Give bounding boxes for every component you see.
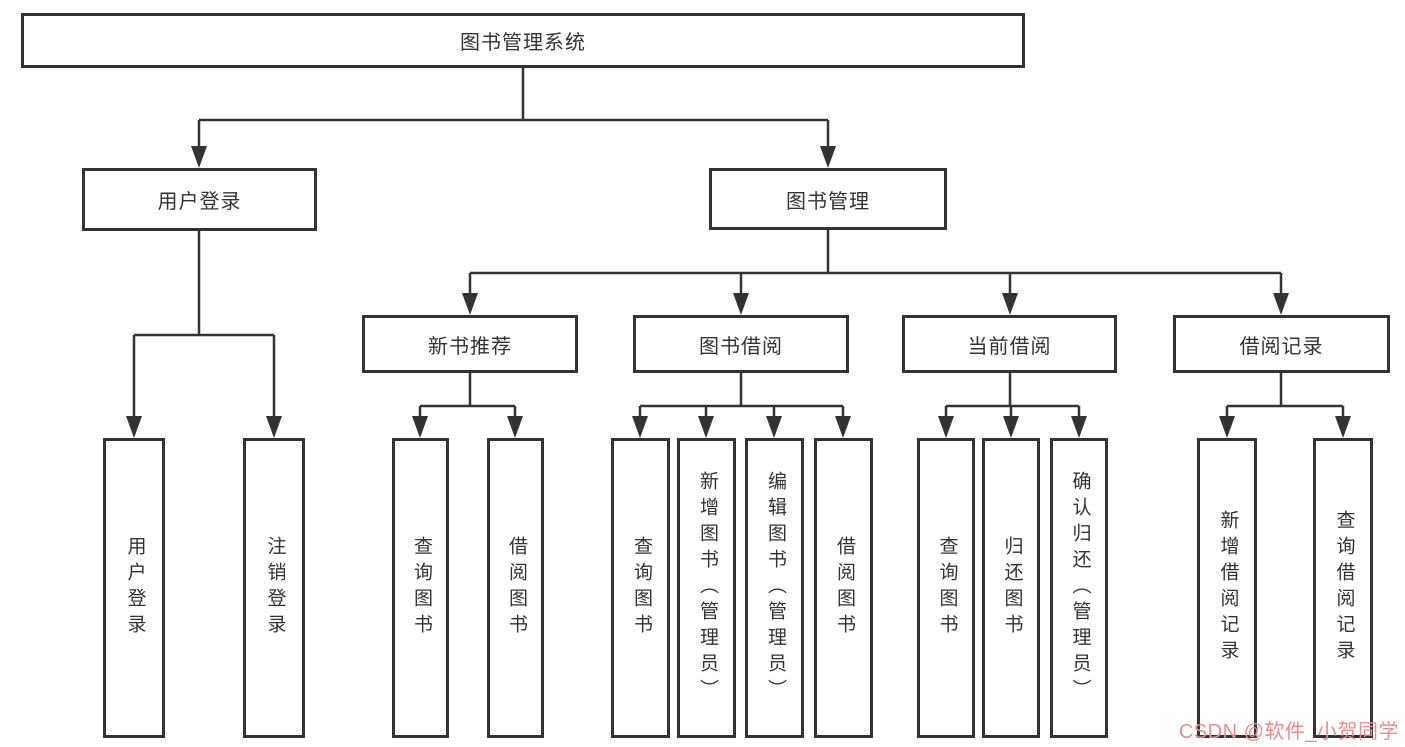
node-new-book-recommend: 新书推荐 [362, 315, 578, 373]
node-user-login: 用户登录 [82, 168, 317, 231]
leaf-add-borrow-record-label: 新增借阅记录 [1217, 510, 1239, 666]
leaf-confirm-return-admin-label: 确认归还（管理员） [1069, 471, 1091, 705]
leaf-search-book: 查询图书 [611, 438, 670, 738]
node-user-login-label: 用户登录 [157, 191, 242, 213]
leaf-search-book-label: 查询图书 [410, 536, 432, 640]
node-root: 图书管理系统 [21, 13, 1025, 68]
leaf-confirm-return-admin: 确认归还（管理员） [1050, 438, 1108, 738]
node-current-borrowing: 当前借阅 [902, 315, 1117, 373]
leaf-return-book-label: 归还图书 [1001, 536, 1023, 640]
node-book-borrowing: 图书借阅 [633, 315, 849, 373]
leaf-edit-book-admin-label: 编辑图书（管理员） [764, 471, 786, 705]
leaf-search-book: 查询图书 [917, 438, 975, 738]
leaf-logout-label: 注销登录 [264, 536, 286, 640]
leaf-add-book-admin: 新增图书（管理员） [677, 438, 736, 738]
node-book-management: 图书管理 [709, 168, 947, 230]
leaf-search-book-label: 查询图书 [630, 536, 652, 640]
csdn-watermark: CSDN @软件_小贺同学 [1178, 721, 1399, 743]
leaf-borrow-book-label: 借阅图书 [833, 536, 855, 640]
leaf-search-book: 查询图书 [392, 438, 449, 738]
leaf-search-book-label: 查询图书 [936, 536, 958, 640]
node-book-borrowing-label: 图书借阅 [699, 335, 783, 358]
node-borrow-records: 借阅记录 [1173, 315, 1390, 373]
node-current-borrowing-label: 当前借阅 [967, 335, 1052, 358]
node-borrow-records-label: 借阅记录 [1239, 335, 1324, 358]
leaf-search-borrow-record: 查询借阅记录 [1313, 438, 1373, 738]
leaf-user-login-label: 用户登录 [124, 536, 146, 640]
leaf-search-borrow-record-label: 查询借阅记录 [1333, 510, 1355, 666]
node-new-book-recommend-label: 新书推荐 [428, 335, 512, 358]
leaf-borrow-book: 借阅图书 [814, 438, 873, 738]
leaf-borrow-book-label: 借阅图书 [505, 536, 527, 640]
leaf-user-login: 用户登录 [103, 438, 165, 738]
leaf-add-book-admin-label: 新增图书（管理员） [696, 471, 718, 705]
leaf-add-borrow-record: 新增借阅记录 [1197, 438, 1257, 738]
leaf-return-book: 归还图书 [982, 438, 1040, 738]
node-book-management-label: 图书管理 [786, 190, 870, 213]
node-root-label: 图书管理系统 [460, 32, 586, 54]
leaf-borrow-book: 借阅图书 [487, 438, 544, 738]
leaf-logout: 注销登录 [243, 438, 305, 738]
leaf-edit-book-admin: 编辑图书（管理员） [745, 438, 804, 738]
